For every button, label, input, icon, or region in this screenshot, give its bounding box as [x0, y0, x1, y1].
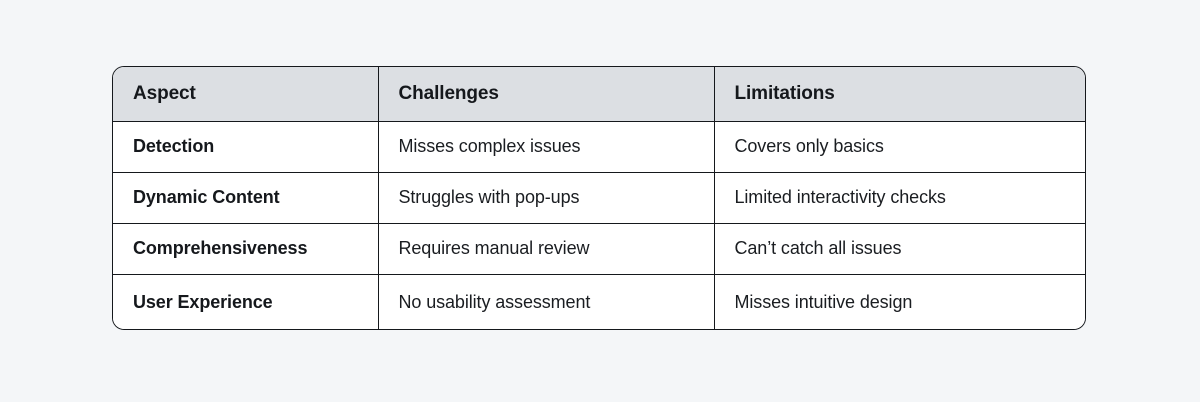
- comparison-table: Aspect Challenges Limitations Detection …: [113, 67, 1085, 329]
- cell-limitations: Misses intuitive design: [714, 274, 1085, 329]
- table-row: Detection Misses complex issues Covers o…: [113, 121, 1085, 173]
- cell-aspect: Comprehensiveness: [113, 223, 379, 275]
- cell-aspect: Detection: [113, 121, 379, 173]
- cell-challenges: Struggles with pop-ups: [378, 172, 715, 224]
- cell-limitations: Can’t catch all issues: [714, 223, 1085, 275]
- column-header-limitations: Limitations: [714, 67, 1085, 122]
- table-row: User Experience No usability assessment …: [113, 274, 1085, 329]
- table-row: Dynamic Content Struggles with pop-ups L…: [113, 172, 1085, 224]
- cell-limitations: Covers only basics: [714, 121, 1085, 173]
- cell-limitations: Limited interactivity checks: [714, 172, 1085, 224]
- table-row: Comprehensiveness Requires manual review…: [113, 223, 1085, 275]
- cell-aspect: Dynamic Content: [113, 172, 379, 224]
- table-header: Aspect Challenges Limitations: [113, 67, 1085, 122]
- cell-challenges: Requires manual review: [378, 223, 715, 275]
- cell-challenges: Misses complex issues: [378, 121, 715, 173]
- column-header-aspect: Aspect: [113, 67, 379, 122]
- table-body: Detection Misses complex issues Covers o…: [113, 121, 1085, 329]
- column-header-challenges: Challenges: [378, 67, 715, 122]
- cell-aspect: User Experience: [113, 274, 379, 329]
- table-header-row: Aspect Challenges Limitations: [113, 67, 1085, 122]
- cell-challenges: No usability assessment: [378, 274, 715, 329]
- comparison-table-container: Aspect Challenges Limitations Detection …: [112, 66, 1086, 330]
